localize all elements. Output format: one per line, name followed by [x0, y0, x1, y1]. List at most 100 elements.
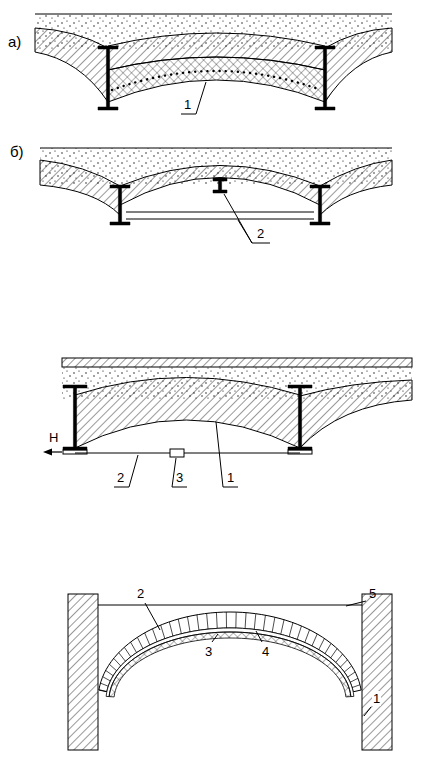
turnbuckle	[170, 449, 184, 457]
callout-number: 3	[176, 470, 183, 485]
callout-number: 2	[137, 586, 144, 601]
brick-joint	[352, 685, 360, 688]
shotcrete-layer	[109, 632, 351, 697]
leader-line	[129, 455, 138, 487]
leader-line	[114, 487, 129, 488]
i-beam	[98, 46, 118, 110]
reinforcement-bars	[112, 71, 321, 90]
brick-joint	[137, 637, 143, 648]
callout-number: 3	[205, 644, 212, 659]
brick-joint	[216, 612, 218, 628]
brick-joint	[169, 622, 173, 636]
brick-joint	[348, 672, 356, 677]
floor-line	[40, 148, 392, 149]
brick-joint	[178, 619, 181, 634]
arrow-head	[43, 449, 52, 456]
brick-joint	[103, 677, 111, 681]
brick-joint	[331, 649, 337, 658]
callout-number: 4	[262, 644, 269, 659]
brick-joint	[114, 658, 121, 666]
brick-joint	[245, 613, 247, 629]
brick-joint	[254, 614, 256, 630]
callout-number: 2	[117, 470, 124, 485]
callout-number: 1	[184, 97, 191, 112]
brick-joint	[263, 615, 265, 630]
leader-line	[364, 707, 371, 716]
callout-number: H	[49, 430, 58, 445]
leader-line	[172, 458, 176, 487]
vault-section	[35, 28, 108, 102]
arch-layers	[99, 612, 361, 697]
vault-section	[320, 160, 392, 215]
leader-line	[172, 487, 187, 488]
brick-joint	[152, 629, 157, 642]
tie-rod	[126, 212, 314, 213]
tie-line	[98, 605, 362, 606]
i-beam	[288, 385, 312, 450]
i-beam	[110, 185, 130, 225]
brick-joint	[297, 626, 301, 639]
brick-joint	[305, 630, 310, 643]
callout-number: 5	[369, 586, 376, 601]
figure-arch	[68, 594, 392, 750]
brick-joint	[325, 643, 331, 653]
tie-rod	[126, 219, 314, 220]
figure-letter: б)	[10, 143, 24, 160]
leader-line	[238, 220, 252, 243]
leader-line	[252, 243, 270, 244]
brick-joint	[106, 670, 114, 675]
brick-joint	[336, 654, 343, 662]
figure-b	[40, 148, 392, 243]
figure-letter: а)	[8, 33, 21, 50]
i-beam	[63, 385, 87, 450]
brick-joint	[235, 612, 236, 628]
tie-rod	[75, 453, 300, 454]
reinforced-layer	[108, 57, 325, 102]
brick-joint	[124, 647, 130, 657]
vault-section	[120, 166, 320, 206]
brick-joint	[289, 623, 293, 637]
vault-section	[40, 160, 120, 215]
brick-joint	[344, 666, 351, 672]
brick-joint	[100, 683, 108, 686]
brick-joint	[226, 612, 227, 628]
wall-pier	[362, 594, 392, 750]
leader-line	[256, 631, 262, 642]
leader-line	[145, 603, 160, 630]
leader-line	[196, 82, 206, 114]
brick-joint	[350, 678, 358, 682]
brick-joint	[187, 617, 190, 632]
leader-line	[212, 634, 218, 642]
brick-joint	[312, 634, 317, 646]
brick-joint	[145, 633, 150, 645]
brick-joint	[207, 613, 208, 629]
brick-joint	[131, 642, 137, 653]
figure-a	[35, 14, 392, 114]
leader-line	[224, 194, 252, 243]
brick-joint	[109, 664, 116, 670]
leader-line	[216, 422, 223, 487]
screed-layer	[62, 358, 412, 367]
callout-number: 1	[372, 691, 381, 706]
brick-joint	[281, 620, 284, 635]
leader-line	[346, 601, 366, 606]
brick-joint	[119, 653, 126, 662]
wall-pier	[68, 594, 98, 750]
figure-tie	[43, 358, 412, 487]
i-beams	[63, 46, 335, 450]
i-beam	[315, 46, 335, 110]
vault-section	[325, 28, 392, 102]
i-beam	[310, 185, 330, 225]
brick-joint	[197, 615, 199, 630]
brick-joint	[272, 617, 275, 632]
leader-line	[223, 487, 238, 488]
brick-joint	[161, 625, 165, 639]
callout-number: 2	[257, 226, 264, 241]
callout-number: 1	[227, 470, 234, 485]
i-beam	[213, 178, 227, 193]
leader-line	[181, 114, 196, 115]
mortar-layer	[106, 628, 354, 697]
brick-joint	[340, 660, 347, 667]
